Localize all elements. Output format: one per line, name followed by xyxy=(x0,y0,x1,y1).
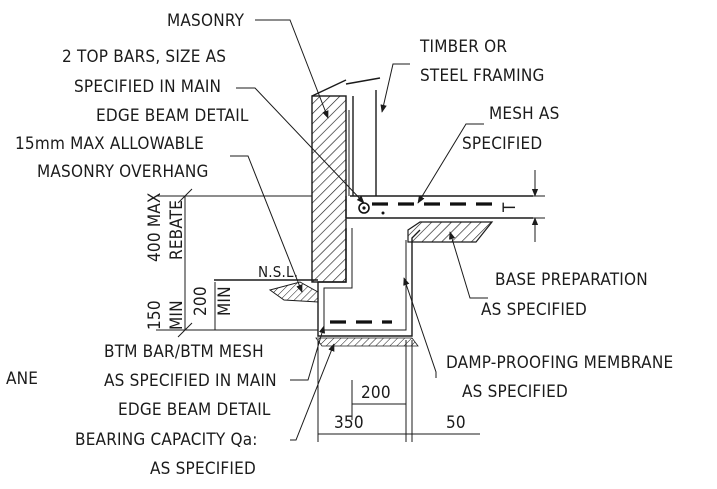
label-damp-clipped: ANE xyxy=(6,369,38,389)
dim-50: 50 xyxy=(446,413,466,433)
dim-200-v: 200 xyxy=(191,286,211,316)
dim-t-label: T xyxy=(500,202,520,213)
dim-150: 150 xyxy=(145,300,165,330)
label-mesh-1: MESH AS xyxy=(489,104,560,124)
dim-400-max: 400 MAX xyxy=(145,192,165,262)
label-timber-2: STEEL FRAMING xyxy=(420,66,545,86)
dim-rebate: 400 MAX REBATE 150 MIN 200 MIN xyxy=(145,188,318,338)
label-btm-1: BTM BAR/BTM MESH xyxy=(104,342,264,362)
dim-min-b: MIN xyxy=(215,286,235,316)
label-bearing-2: AS SPECIFIED xyxy=(150,459,256,479)
masonry-wall xyxy=(311,79,347,283)
dim-200-h: 200 xyxy=(361,383,391,403)
label-btm-3: EDGE BEAM DETAIL xyxy=(118,400,271,420)
label-base-prep-2: AS SPECIFIED xyxy=(481,300,587,320)
label-damp-2: AS SPECIFIED xyxy=(462,382,568,402)
slab-edge-beam xyxy=(317,195,533,337)
label-bearing-1: BEARING CAPACITY Qa: xyxy=(75,430,258,450)
labels: MASONRY 2 TOP BARS, SIZE AS SPECIFIED IN… xyxy=(6,11,673,479)
leader-lines xyxy=(230,19,488,441)
label-damp-1: DAMP-PROOFING MEMBRANE xyxy=(446,353,673,373)
dim-350: 350 xyxy=(334,413,364,433)
label-top-bars-2: SPECIFIED IN MAIN xyxy=(74,77,221,97)
natural-surface xyxy=(214,279,419,347)
dim-t: T xyxy=(496,170,545,242)
dim-bottom: 200 350 50 xyxy=(317,340,480,442)
dim-min-a: MIN xyxy=(167,300,187,330)
label-overhang-1: 15mm MAX ALLOWABLE xyxy=(15,134,204,154)
label-btm-2: AS SPECIFIED IN MAIN xyxy=(104,371,277,391)
label-top-bars-3: EDGE BEAM DETAIL xyxy=(96,106,249,126)
label-base-prep-1: BASE PREPARATION xyxy=(495,270,648,290)
label-mesh-2: SPECIFIED xyxy=(462,134,542,154)
dim-rebate-label: REBATE xyxy=(167,200,187,260)
label-masonry: MASONRY xyxy=(167,11,245,31)
timber-frame xyxy=(345,77,381,196)
label-nsl: N.S.L. xyxy=(258,263,298,281)
label-top-bars-1: 2 TOP BARS, SIZE AS xyxy=(62,47,226,67)
label-timber-1: TIMBER OR xyxy=(419,37,507,57)
label-overhang-2: MASONRY OVERHANG xyxy=(37,162,209,182)
